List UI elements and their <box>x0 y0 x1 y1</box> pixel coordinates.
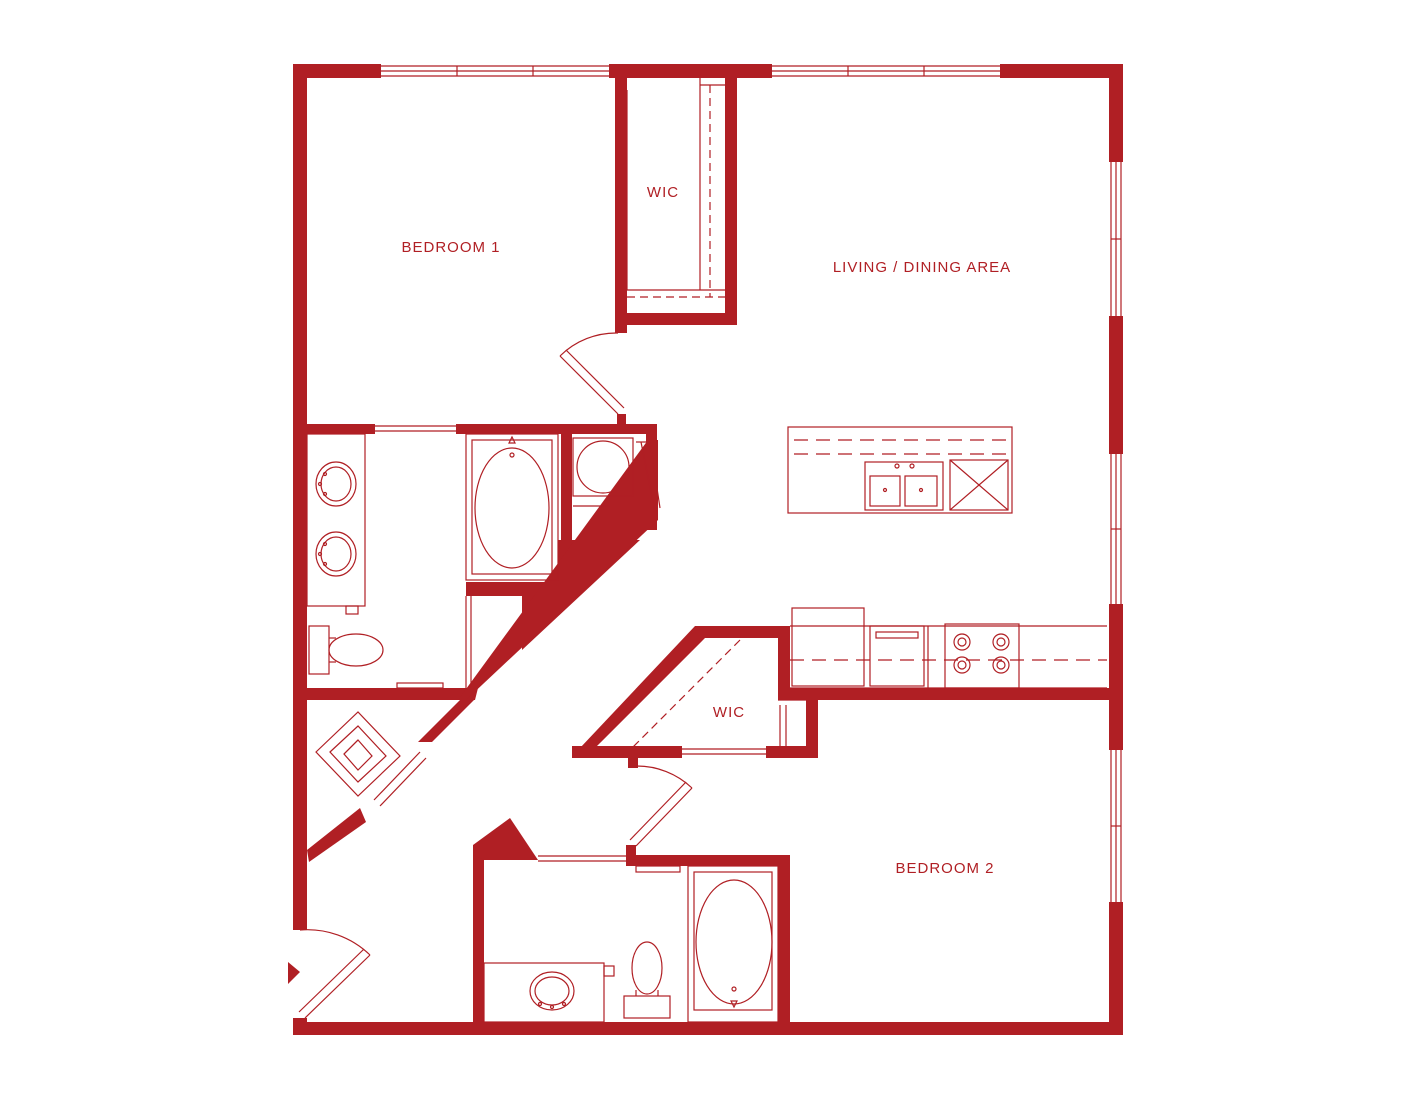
label-bedroom-1: BEDROOM 1 <box>401 239 500 256</box>
wall-bottom <box>293 1022 1123 1035</box>
wall-right-1 <box>1109 64 1123 162</box>
window-right-1 <box>1110 162 1122 316</box>
kitchen-island <box>787 426 1013 514</box>
bath2-wall-triangle <box>473 818 538 860</box>
bath1-wall-top-a <box>307 424 375 434</box>
laundry-wall-diagonal-upper <box>418 700 474 742</box>
room-labels: BEDROOM 1 WIC LIVING / DINING AREA WIC B… <box>401 184 1011 877</box>
window-top-left <box>381 65 609 77</box>
entry-door-jamb <box>288 962 300 984</box>
bath1-toilet <box>308 625 384 675</box>
bedroom2-door <box>629 765 693 847</box>
wall-top-mid <box>609 64 772 78</box>
bath2-wall-right <box>778 855 790 1027</box>
bath1-towel-bar <box>396 682 444 689</box>
wic1-shelving <box>626 78 725 298</box>
wall-right-3 <box>1109 604 1123 750</box>
wic1-wall-right <box>725 78 737 325</box>
bath1-tub <box>465 433 559 581</box>
wic2-wall-bottom-a <box>572 746 682 758</box>
bath2-wall-left <box>473 855 484 1027</box>
wall-top-left <box>293 64 381 78</box>
entry-door <box>298 929 371 1019</box>
wall-right-2 <box>1109 316 1123 454</box>
bath1-wall-top-b <box>456 424 656 434</box>
wic2-wall-diagonal <box>580 626 790 748</box>
laundry-closet <box>315 711 427 807</box>
wall-stub-upper <box>617 414 626 428</box>
bath1-vanity <box>306 433 366 615</box>
wall-right-4 <box>1109 902 1123 1035</box>
wic1-wall-bottom <box>615 313 737 325</box>
laundry-wall-diagonal-lower <box>307 808 366 862</box>
bedroom2-door-stub <box>628 756 638 768</box>
label-living-dining: LIVING / DINING AREA <box>833 259 1011 276</box>
walls <box>288 64 1123 1035</box>
wic1-wall-left <box>615 78 627 333</box>
washer-dryer <box>572 437 661 513</box>
wall-left-upper <box>293 64 307 930</box>
wic2-wall-vertical <box>778 626 790 700</box>
bath1-wall-mid <box>561 432 572 542</box>
bath1-wall-right <box>646 424 657 444</box>
bath2-tub <box>687 865 779 1023</box>
bath2-door-stub <box>626 845 636 857</box>
wic2-wall-bottom-b <box>766 746 818 758</box>
wic2-wall-right <box>806 700 818 758</box>
bath1-wall-bottom <box>307 688 472 700</box>
label-bedroom-2: BEDROOM 2 <box>895 860 994 877</box>
label-wic-2: WIC <box>713 704 745 721</box>
bath2-vanity <box>483 962 615 1023</box>
linework <box>298 65 1122 1023</box>
bath2-toilet <box>623 941 671 1019</box>
bedroom1-door <box>559 332 625 415</box>
wic2-shelving <box>599 639 806 755</box>
bath2-wall-top-right <box>626 855 790 866</box>
window-top-right <box>772 65 1000 77</box>
window-right-2 <box>1110 454 1122 604</box>
wall-top-right <box>1000 64 1123 78</box>
kitchen-counter <box>790 607 1107 689</box>
window-right-3 <box>1110 750 1122 902</box>
bedroom2-wall-top <box>778 688 1123 700</box>
label-wic-1: WIC <box>647 184 679 201</box>
bath2-towel-bar <box>635 865 681 873</box>
